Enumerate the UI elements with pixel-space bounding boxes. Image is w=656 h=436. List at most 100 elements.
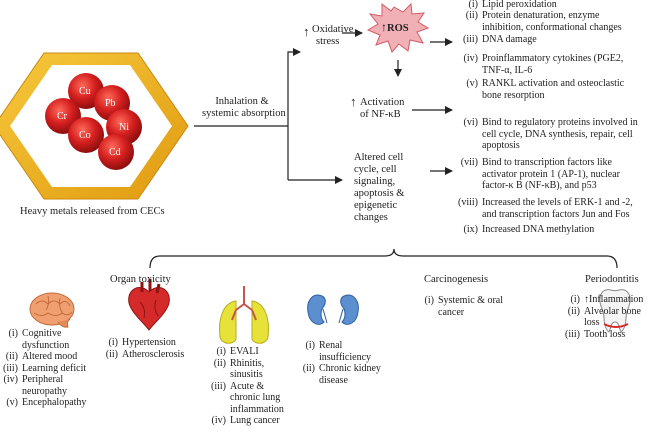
list-text: Lung cancer [230,415,280,426]
effect-num: (ii) [465,10,478,21]
effect-num: (viii) [458,197,478,208]
list-text: Learning deficit [22,362,87,374]
effect-text: TNF-α, IL-6 [482,64,533,76]
periodontitis-title: Periodontitis [585,274,639,285]
effect-item-3: (iii)DNA damage [456,34,537,46]
list-text: Inflammation [589,294,644,305]
effect-text: Proinflammatory cytokines (PGE2, [482,53,624,64]
up-arrow-icon: ↑ [350,94,357,109]
metal-balls [45,73,142,170]
nfkb-label: Activation of NF-κB [360,97,404,121]
list-num: (ii) [567,305,580,317]
effect-num: (vi) [463,117,478,128]
metal-label-co: Co [79,130,91,141]
heart-icon [128,279,170,331]
list-num: (ii) [105,348,118,360]
effect-num: (v) [466,78,478,89]
route-line-2: systemic absorption [202,108,286,119]
altered-line-2: cycle, cell [354,164,397,175]
metal-label-cr: Cr [57,111,67,122]
effect-text: factor-κ B (NF-κB), and p53 [482,180,597,191]
list-num: (i) [424,295,434,306]
list-num: (i) [216,346,226,357]
effect-text: Bind to transcription factors like [482,157,612,168]
route-label: Inhalation & systemic absorption [202,96,286,120]
effect-text: and transcription factors Jun and Fos [482,208,630,220]
outcome-brace [149,248,618,269]
nfkb-line-2: of NF-κB [360,109,401,120]
route-line-1: Inhalation & [215,96,269,107]
list-num: (i) [8,328,18,339]
effect-text: Protein denaturation, enzyme [482,10,600,21]
kidneys-icon [307,294,359,325]
altered-line-5: epigenetic [354,200,398,211]
list-num: (ii) [213,357,226,369]
effect-item-8: (viii) Increased the levels of ERK-1 and … [456,197,633,220]
altered-line-3: signaling, [354,176,396,187]
altered-line-4: apoptosis & [354,188,405,199]
up-arrow-icon: ↑ [303,24,310,39]
list-text: Hypertension [122,337,176,348]
list-text: Tooth loss [584,328,626,340]
carcinogenesis-title: Carcinogenesis [424,274,489,285]
oxidative-line-1: Oxidative [312,24,354,35]
oxidative-stress-label: Oxidative stress [312,24,358,48]
effect-text: bone resorption [482,89,545,101]
lungs-icon [219,286,269,344]
effect-text: apoptosis [482,140,520,151]
list-text: Altered mood [22,351,78,362]
effect-num: (iii) [463,34,478,45]
up-arrow-icon: ↑ [584,294,589,305]
list-text: Cognitive [22,328,62,339]
list-text: neuropathy [22,385,67,397]
effect-text: activator protein 1 (AP-1), nuclear [482,168,621,180]
list-text: dysfunction [22,339,70,351]
list-text: Rhinitis, [230,357,265,369]
effect-text: Lipid peroxidation [482,0,557,10]
effect-text: Increased the levels of ERK-1 and -2, [482,197,633,208]
effect-text: Bind to regulatory proteins involved in [482,117,638,128]
effect-item-1: (i) Lipid peroxidation [456,0,557,11]
altered-cell-label: Altered cell cycle, cell signaling, apop… [354,152,404,224]
list-text: Renal [319,340,343,351]
metal-ball-cd [98,134,134,170]
up-arrow-icon: ↑ [381,20,387,34]
effect-num: (i) [468,0,478,10]
list-text: Acute & [230,380,265,392]
flow-connectors [194,29,453,184]
list-text: Atherosclerosis [122,348,185,360]
effect-item-6: (vi) Bind to regulatory proteins involved… [456,117,638,152]
brain-icon [29,292,75,328]
effect-item-4: (iv)Proinflammatory cytokines (PGE2,TNF-… [456,53,624,76]
tooth-icon [599,289,631,333]
list-text: cancer [438,306,465,318]
list-num: (iii) [3,362,18,374]
list-text: Systemic & oral [438,295,503,306]
list-text: sinusitis [230,369,263,380]
list-num: (iv) [3,374,18,385]
metal-ball-co [68,117,104,153]
oxidative-line-2: stress [316,36,340,47]
metal-label-cd: Cd [109,147,121,158]
list-num: (v) [6,397,18,408]
list-num: (iv) [211,415,226,426]
list-text: Encephalopathy [22,397,87,408]
metal-label-ni: Ni [119,122,129,133]
list-text: inflammation [230,403,284,415]
list-text: EVALI [230,346,259,357]
list-num: (iii) [211,380,226,392]
effect-text: inhibition, conformational changes [482,21,622,33]
metal-label-cu: Cu [79,86,91,97]
heart-effects-list: (i)Hypertension (ii)Atherosclerosis [102,337,184,360]
list-text: Chronic kidney [319,363,381,374]
effect-text: RANKL activation and osteoclastic [482,78,625,89]
list-num: (i) [305,340,315,351]
